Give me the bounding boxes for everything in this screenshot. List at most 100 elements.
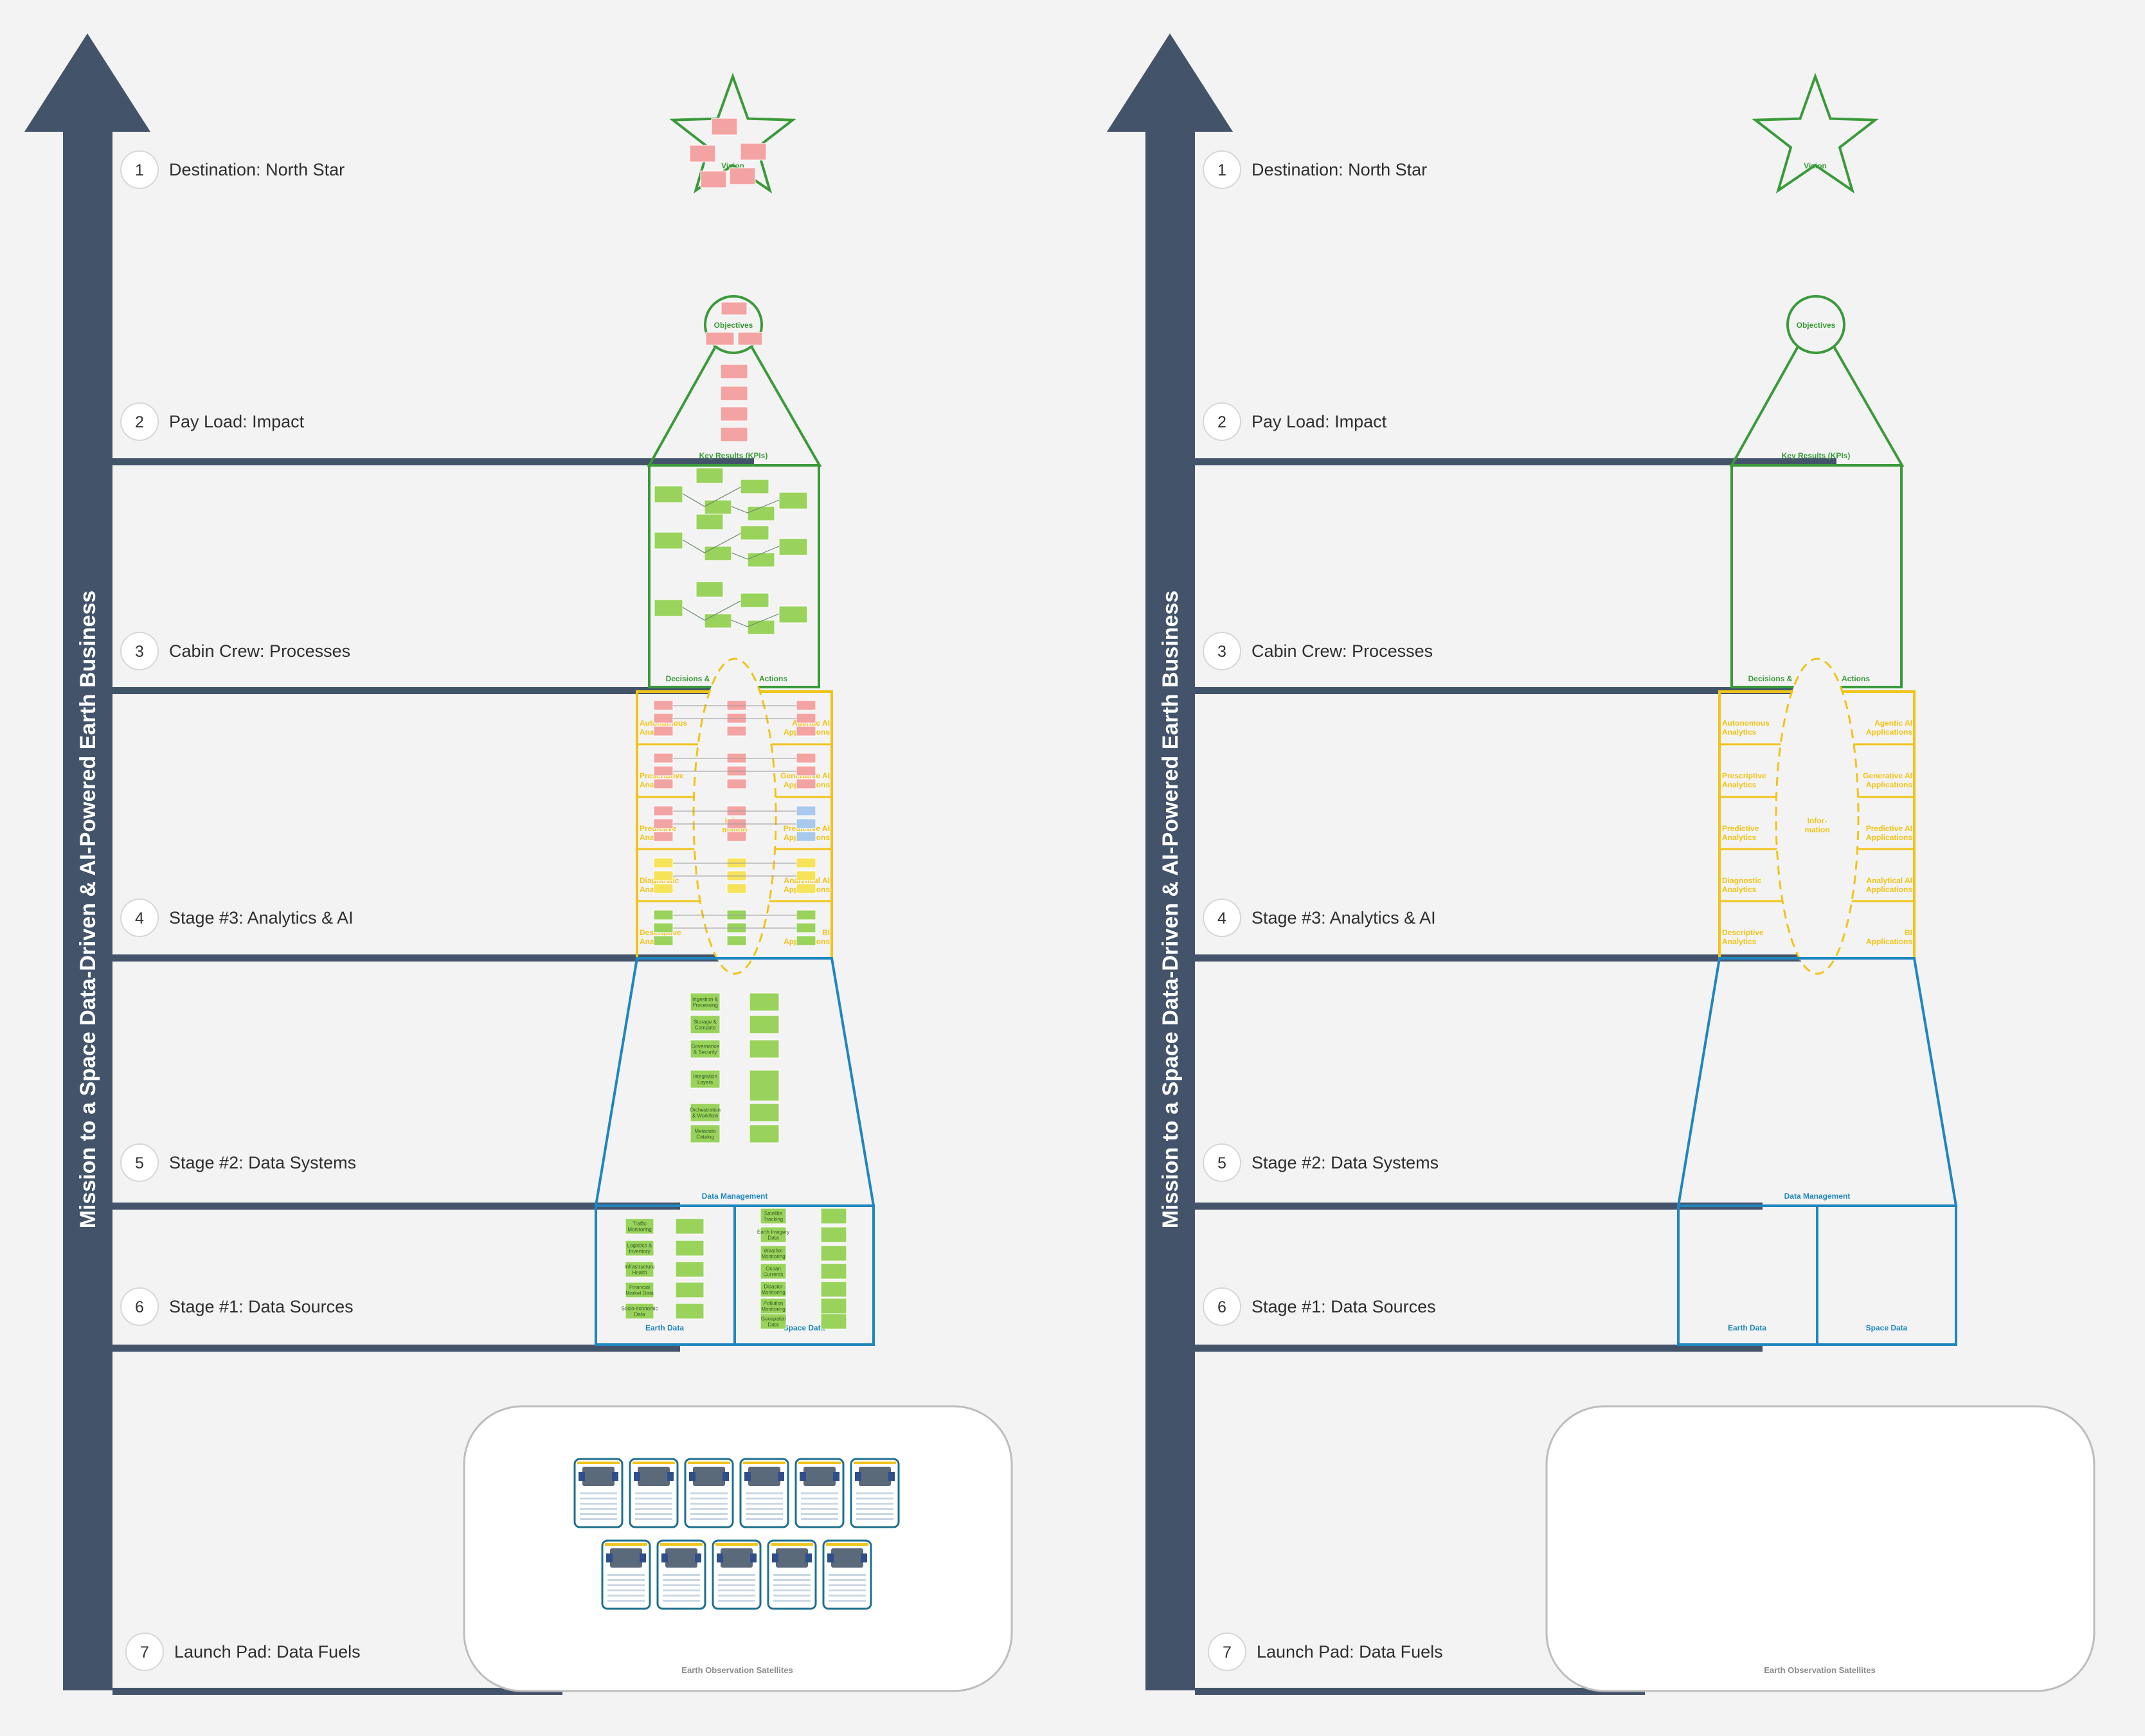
stage-number-circle [120,1287,159,1326]
space-detail-6 [820,1313,847,1330]
stage-number-circle [1203,899,1241,937]
satellite-card-bottom-4[interactable] [822,1539,872,1610]
process-out-b-0 [747,506,775,521]
sticky-note-bg [654,599,683,617]
sticky-note-bg [820,1208,847,1224]
space-detail-3 [820,1263,847,1280]
sticky-note-bg [690,1039,721,1059]
satellite-card-bottom-1[interactable] [656,1539,706,1610]
sticky-note-bg [653,922,674,933]
stage-number-circle [1203,1287,1241,1326]
system-detail-4 [749,1103,780,1122]
satellite-card-top-5[interactable] [850,1458,900,1528]
process-step-1 [704,546,732,561]
sticky-note-bg [653,700,674,711]
card-text-line [663,1584,700,1586]
card-text-line [580,1498,617,1499]
satellite-panel [778,1472,784,1481]
sticky-note-bg [796,831,816,842]
card-text-line [773,1574,811,1576]
process-action-1 [778,538,808,556]
star-shape [1752,73,1879,194]
card-text-line [829,1584,866,1586]
actions-label: Actions [1842,674,1870,683]
sticky-note-bg [749,992,780,1012]
stage-row-3: 3 Cabin Crew: Processes [112,632,723,694]
card-text-line [607,1589,645,1591]
satellite-panel [833,1472,839,1481]
sticky-note-bg [796,883,816,894]
analytics-note [796,870,816,881]
satellite-card-bottom-2[interactable] [712,1539,762,1610]
card-text-line [607,1584,645,1586]
sticky-note-bg [796,778,816,789]
stage-number-circle [120,402,159,441]
process-out-b-1 [747,552,775,568]
card-text-line [773,1600,811,1602]
objective-note-0 [721,301,748,316]
card-text-line [690,1508,728,1510]
analytics-note [653,753,674,764]
stage-label: Destination: North Star [1252,160,1427,179]
card-header [854,1462,896,1464]
satellite-card-top-0[interactable] [573,1458,624,1528]
objectives-label: Objectives [714,321,753,330]
stage-separator [1195,687,1806,694]
data-management-label: Data Management [1784,1192,1851,1201]
sticky-note-bg [675,1282,705,1298]
satellite-card-bottom-3[interactable] [767,1539,817,1610]
launch-pad: Earth Observation Satellites [463,1405,1013,1692]
sticky-note-bg [749,1124,780,1143]
sticky-note-bg [696,581,724,598]
satellite-card-top-4[interactable] [794,1458,845,1528]
sticky-note-bg [675,1303,705,1320]
stage-label: Stage #2: Data Systems [1252,1153,1439,1172]
mission-title: Mission to a Space Data-Driven & AI-Powe… [76,591,100,1229]
card-text-line [635,1518,672,1520]
sticky-note-bg [747,552,775,568]
stage-label: Cabin Crew: Processes [169,641,350,661]
process-action-0 [778,492,808,510]
satellite-panel [827,1553,834,1562]
sticky-note-bg [749,1039,780,1059]
card-text-line [663,1574,700,1576]
stage-number: 3 [135,643,144,661]
sticky-note-bg [760,1226,787,1243]
system-detail-0 [749,992,780,1012]
stage2-data-systems: Data Management [1676,957,1958,1207]
card-header [715,1543,758,1546]
satellite-card-top-3[interactable] [739,1458,789,1528]
satellite-card-bottom-0[interactable] [601,1539,651,1610]
system-detail-2 [749,1039,780,1059]
stage-number: 7 [140,1643,149,1661]
stage-separator [112,1688,562,1695]
satellite-card-top-2[interactable] [684,1458,734,1528]
card-text-line [580,1513,617,1515]
stage-separator [112,458,754,465]
sticky-note-text: Logistics &Inventory [627,1242,652,1254]
objectives-circle [1786,295,1845,354]
sticky-note-bg [820,1245,847,1262]
card-text-line [663,1600,700,1602]
sticky-note-bg [690,1069,721,1089]
satellite-card-top-1[interactable] [629,1458,679,1528]
sticky-note-bg [796,765,816,776]
satellite-panel [579,1472,585,1481]
kpi-note-0 [720,364,748,379]
sticky-note-bg [760,1281,787,1298]
card-header [633,1462,675,1464]
space-detail-5 [820,1298,847,1314]
process-input-0 [654,485,683,503]
analytics-note [726,935,747,946]
card-text-line [690,1513,728,1515]
sticky-note-bg [796,818,816,829]
